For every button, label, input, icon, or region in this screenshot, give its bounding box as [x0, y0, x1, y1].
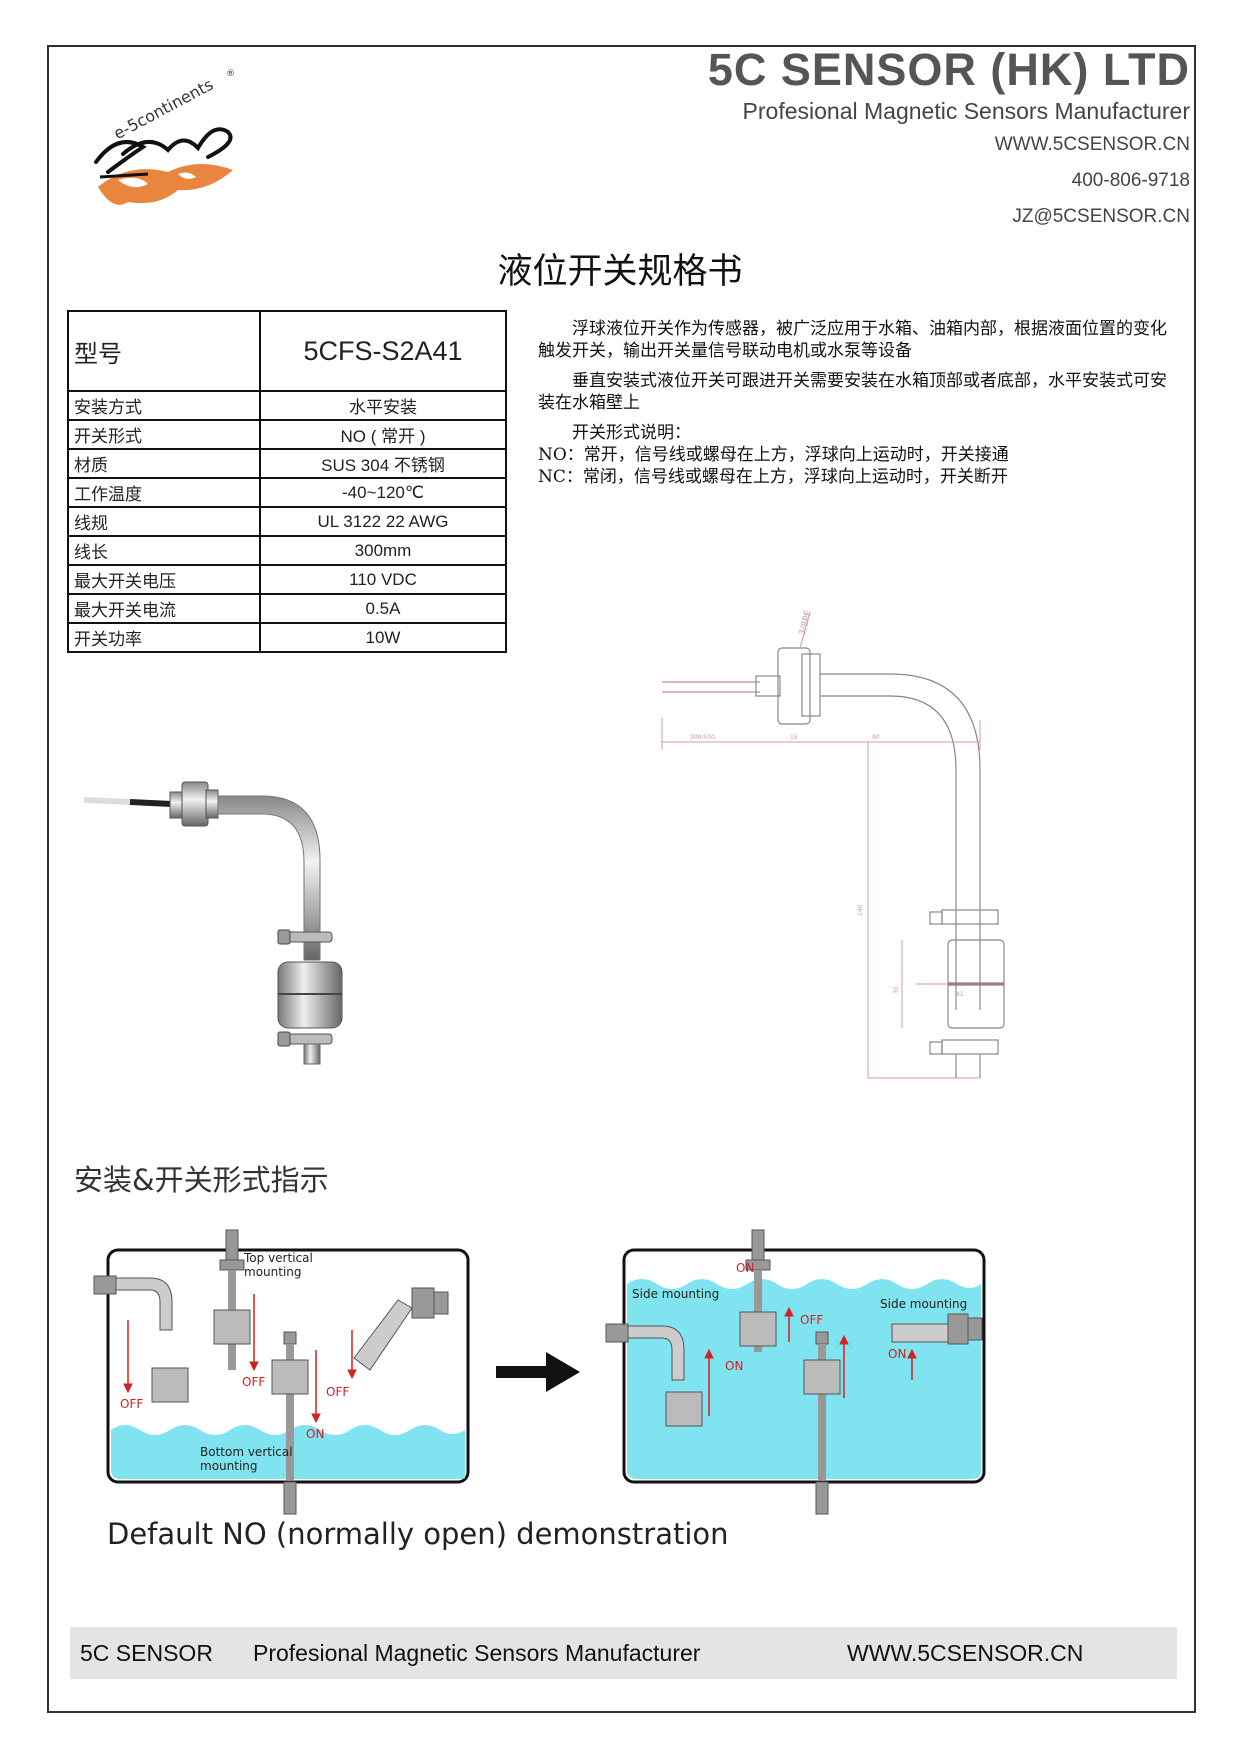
page-border: [47, 45, 1196, 1713]
section-title: 安装&开关形式指示: [74, 1163, 329, 1197]
dim-vertical: 140: [857, 904, 864, 916]
dim-float-height: 30: [893, 986, 900, 994]
side-mounting-label: Side mounting: [880, 1297, 967, 1311]
description-paragraph: 开关形式说明：: [572, 423, 691, 443]
demo-caption: Default NO (normally open) demonstration: [107, 1517, 729, 1551]
spec-value: 5CFS-S2A41: [259, 310, 507, 392]
side-mounting-label: Side mounting: [632, 1287, 719, 1301]
spec-value: 110 VDC: [259, 564, 507, 595]
dim-wire-length: 300/500: [690, 734, 715, 741]
spec-value: UL 3122 22 AWG: [259, 506, 507, 537]
document-title: 液位开关规格书: [497, 252, 743, 292]
on-label: ON: [888, 1347, 906, 1361]
bottom-vertical-label: Bottom vertical: [200, 1445, 293, 1459]
on-label: ON: [725, 1359, 743, 1373]
bottom-vertical-label: mounting: [200, 1459, 258, 1473]
top-vertical-label: mounting: [244, 1265, 302, 1279]
spec-key: 线规: [67, 506, 261, 537]
footer-bar: 5C SENSOR Profesional Magnetic Sensors M…: [70, 1627, 1177, 1679]
company-name: 5C SENSOR (HK) LTD: [707, 44, 1190, 95]
spec-key: 线长: [67, 535, 261, 566]
on-label: ON: [306, 1427, 324, 1441]
spec-value: 300mm: [259, 535, 507, 566]
company-contact: WWW.5CSENSOR.CN 400-806-9718 JZ@5CSENSOR…: [708, 127, 1190, 235]
arrow-right-icon: [496, 1352, 580, 1392]
off-label: OFF: [800, 1313, 823, 1327]
dim-float-diameter: 41: [956, 991, 964, 998]
footer-tagline: Profesional Magnetic Sensors Manufacture…: [253, 1640, 701, 1666]
spec-key: 安装方式: [67, 390, 261, 421]
description-paragraph: 浮球液位开关作为传感器，被广泛应用于水箱、油箱内部，根据液面位置的变化触发开关，…: [538, 319, 1167, 361]
dim-thread: 3/8PF: [798, 610, 814, 637]
product-description: 浮球液位开关作为传感器，被广泛应用于水箱、油箱内部，根据液面位置的变化触发开关，…: [538, 318, 1178, 488]
dim-nut: 15: [790, 734, 798, 741]
company-tagline: Profesional Magnetic Sensors Manufacture…: [742, 98, 1190, 124]
spec-value: -40~120℃: [259, 477, 507, 508]
spec-row-model: 型号 5CFS-S2A41: [67, 310, 507, 392]
description-paragraph: 垂直安装式液位开关可跟进开关需要安装在水箱顶部或者底部，水平安装式可安装在水箱壁…: [538, 371, 1167, 413]
spec-key: 开关形式: [67, 419, 261, 450]
spec-row: 工作温度-40~120℃: [67, 477, 507, 508]
spec-value: 10W: [259, 622, 507, 653]
technical-drawing: 300/500 15 90 140 30 41 3/8PF: [661, 610, 1005, 1079]
spec-key: 最大开关电压: [67, 564, 261, 595]
off-label: OFF: [242, 1375, 265, 1389]
spec-value: NO ( 常开 ): [259, 419, 507, 450]
logo-registered-mark: ®: [226, 69, 235, 79]
spec-key: 型号: [67, 310, 261, 392]
logo-text: e-5continents: [110, 75, 216, 143]
company-header: 5C SENSOR (HK) LTD Profesional Magnetic …: [708, 44, 1190, 235]
spec-key: 最大开关电流: [67, 593, 261, 624]
spec-key: 工作温度: [67, 477, 261, 508]
spec-key: 材质: [67, 448, 261, 479]
dim-horizontal: 90: [872, 734, 880, 741]
description-no: NO：常开，信号线或螺母在上方，浮球向上运动时，开关接通: [538, 445, 1009, 465]
on-label: ON: [736, 1261, 754, 1275]
description-nc: NC：常闭，信号线或螺母在上方，浮球向上运动时，开关断开: [538, 467, 1008, 487]
spec-key: 开关功率: [67, 622, 261, 653]
spec-value: 水平安装: [259, 390, 507, 421]
off-label: OFF: [326, 1385, 349, 1399]
top-vertical-label: Top vertical: [243, 1251, 313, 1265]
product-photo: [83, 781, 343, 1065]
company-email[interactable]: JZ@5CSENSOR.CN: [1012, 206, 1190, 227]
footer-website[interactable]: WWW.5CSENSOR.CN: [847, 1640, 1084, 1666]
spec-value: 0.5A: [259, 593, 507, 624]
off-label: OFF: [120, 1397, 143, 1411]
footer-brand: 5C SENSOR: [80, 1640, 213, 1666]
mounting-demo-diagram: OFF OFF ON OFF Top vertical mounting Bot…: [93, 1229, 986, 1515]
company-website[interactable]: WWW.5CSENSOR.CN: [994, 134, 1190, 155]
company-phone: 400-806-9718: [1071, 170, 1190, 191]
spec-row: 安装方式水平安装: [67, 390, 507, 421]
spec-value: SUS 304 不锈钢: [259, 448, 507, 479]
company-logo: e-5continents ®: [94, 69, 235, 205]
